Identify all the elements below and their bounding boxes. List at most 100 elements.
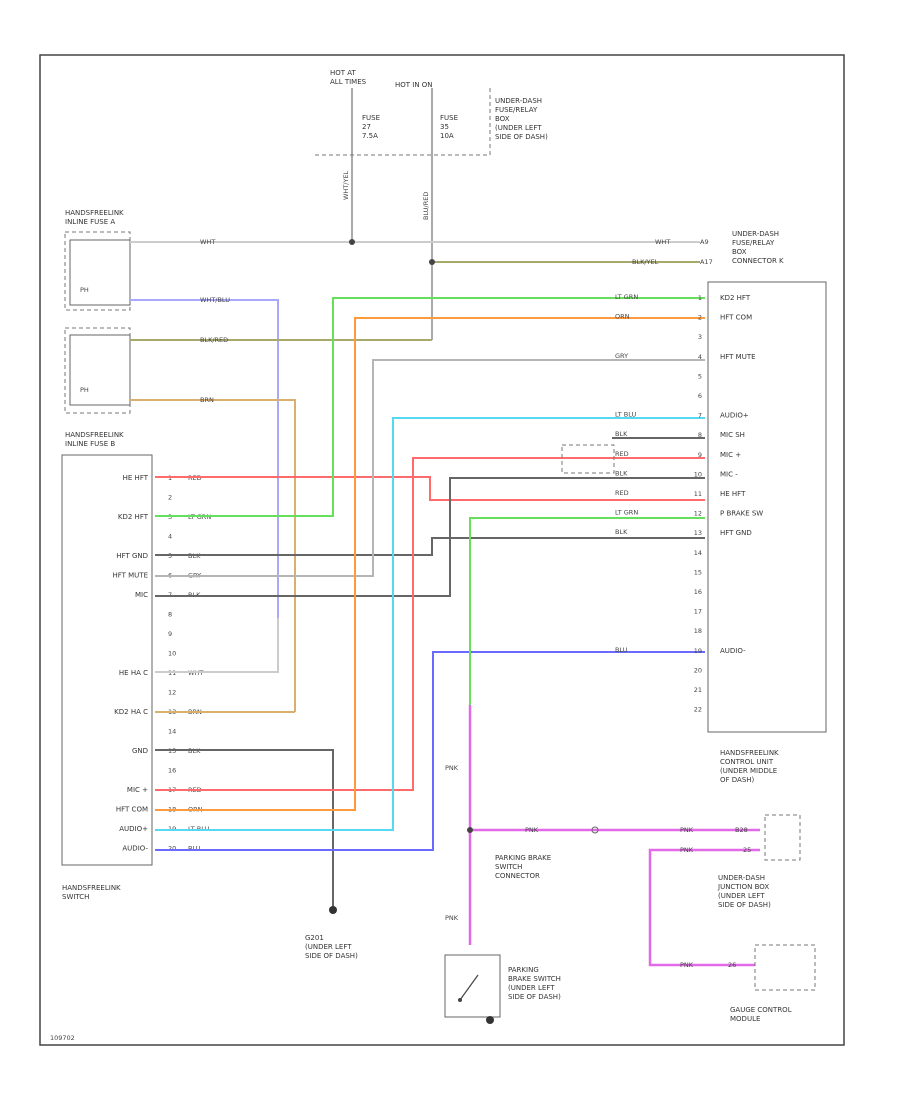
unit-pin-number: 4	[698, 353, 702, 361]
wire-label-pnk-5: PNK	[680, 961, 694, 969]
ph-label-a: PH	[80, 286, 89, 294]
parking-brake-ground-icon	[486, 1016, 494, 1024]
unit-pin-label: HFT MUTE	[720, 353, 756, 361]
unit-pin-wire: BLK	[615, 469, 628, 477]
wire-a17: A17	[700, 258, 713, 266]
inline-fuse-mid-box	[64, 327, 131, 414]
wire-label-fuse-a-top: WHT	[200, 238, 215, 246]
switch-pin-number: 10	[168, 650, 176, 658]
wire-label-wht-right: WHT	[655, 238, 670, 246]
switch-pin-label: HE HFT	[123, 474, 149, 482]
unit-pin-number: 7	[698, 412, 702, 420]
unit-pin-number: 17	[694, 608, 702, 616]
ph-label-b: PH	[80, 386, 89, 394]
unit-pin-wire: BLK	[615, 430, 628, 438]
unit-pin-label: AUDIO-	[720, 647, 746, 655]
unit-pin-wire: LT GRN	[615, 293, 638, 301]
switch-pin-number: 16	[168, 767, 176, 775]
switch-pin-number: 12	[168, 689, 176, 697]
unit-pin-wire: RED	[615, 450, 629, 458]
switch-pin-wire: BLU	[188, 845, 201, 853]
unit-pin-label: KD2 HFT	[720, 294, 751, 302]
switch-pin-number: 4	[168, 533, 172, 541]
unit-pin-number: 18	[694, 627, 702, 635]
wire-label-pnk-4: PNK	[680, 846, 694, 854]
wire-wht-yel-label: WHT/YEL	[342, 170, 350, 200]
unit-pin-label: AUDIO+	[720, 412, 749, 420]
wire-label-fuse-b-bottom: BRN	[200, 396, 214, 404]
switch-pin-label: HFT COM	[116, 806, 148, 814]
switch-pin-label: MIC +	[127, 786, 148, 794]
footer-code: 109702	[50, 1034, 75, 1042]
unit-pin-wire: GRY	[615, 352, 628, 360]
wire-label-b28: B28	[735, 826, 748, 834]
unit-pin-wire: LT BLU	[615, 411, 637, 419]
unit-pin-label: P BRAKE SW	[720, 510, 763, 518]
unit-pin-wire: RED	[615, 489, 629, 497]
unit-pin-wire: BLK	[615, 528, 628, 536]
unit-pin-label: HFT COM	[720, 314, 752, 322]
unit-pin-label: HE HFT	[720, 490, 746, 498]
switch-pin-label: GND	[132, 747, 148, 755]
wire-label-pnk-3: PNK	[680, 826, 694, 834]
unit-pin-number: 12	[694, 510, 702, 518]
parking-brake-switch-box	[444, 954, 501, 1018]
unit-pin-wire: BLU	[615, 646, 628, 654]
unit-pin-number: 15	[694, 568, 702, 576]
unit-pin-number: 2	[698, 314, 702, 322]
diagram-frame	[39, 54, 845, 1046]
g201-ground-icon	[329, 906, 337, 914]
wire-blu-red-label: BLU/RED	[422, 192, 430, 220]
unit-pin-number: 6	[698, 392, 702, 400]
hfl-switch-box	[61, 454, 153, 866]
unit-pin-number: 1	[698, 294, 702, 302]
unit-pin-number: 8	[698, 431, 702, 439]
unit-pin-number: 3	[698, 333, 702, 341]
unit-pin-label: MIC SH	[720, 431, 745, 439]
switch-pin-label: AUDIO-	[122, 845, 148, 853]
unit-pin-number: 10	[694, 470, 702, 478]
unit-pin-wire: ORN	[615, 313, 630, 321]
switch-pin-label: HFT GND	[116, 552, 148, 560]
unit-pin-number: 14	[694, 549, 702, 557]
wire-label-fuse-b-top: BLK/RED	[200, 336, 228, 344]
unit-pin-number: 20	[694, 666, 702, 674]
unit-pin-number: 21	[694, 686, 702, 694]
unit-pin-label: MIC +	[720, 451, 741, 459]
unit-pin-number: 19	[694, 647, 702, 655]
unit-pin-number: 16	[694, 588, 702, 596]
unit-pin-number: 9	[698, 451, 702, 459]
unit-pins: 1 KD2 HFT LT GRN 2 HFT COM ORN 3 4 HFT MUTE GRY 5 6…	[615, 293, 763, 714]
switch-pin-number: 14	[168, 728, 176, 736]
unit-pin-number: 5	[698, 372, 702, 380]
wire-label-fuse-a-bottom: WHT/BLU	[200, 296, 230, 304]
switch-pin-label: HFT MUTE	[112, 572, 148, 580]
unit-pin-number: 11	[694, 490, 702, 498]
inline-fuse-a-box	[64, 231, 131, 311]
unit-pin-label: MIC -	[720, 470, 738, 478]
switch-pin-label: AUDIO+	[119, 825, 148, 833]
wire-a9: A9	[700, 238, 709, 246]
switch-pin-label: KD2 HA C	[114, 708, 148, 716]
switch-pin-label: MIC	[135, 591, 148, 599]
unit-pin-number: 13	[694, 529, 702, 537]
switch-pin-number: 8	[168, 611, 172, 619]
wire-label-pnk-2: PNK	[525, 826, 539, 834]
switch-pin-number: 9	[168, 630, 172, 638]
wire-label-pnk-6: PNK	[445, 914, 459, 922]
wire-label-pnk-1: PNK	[445, 764, 459, 772]
